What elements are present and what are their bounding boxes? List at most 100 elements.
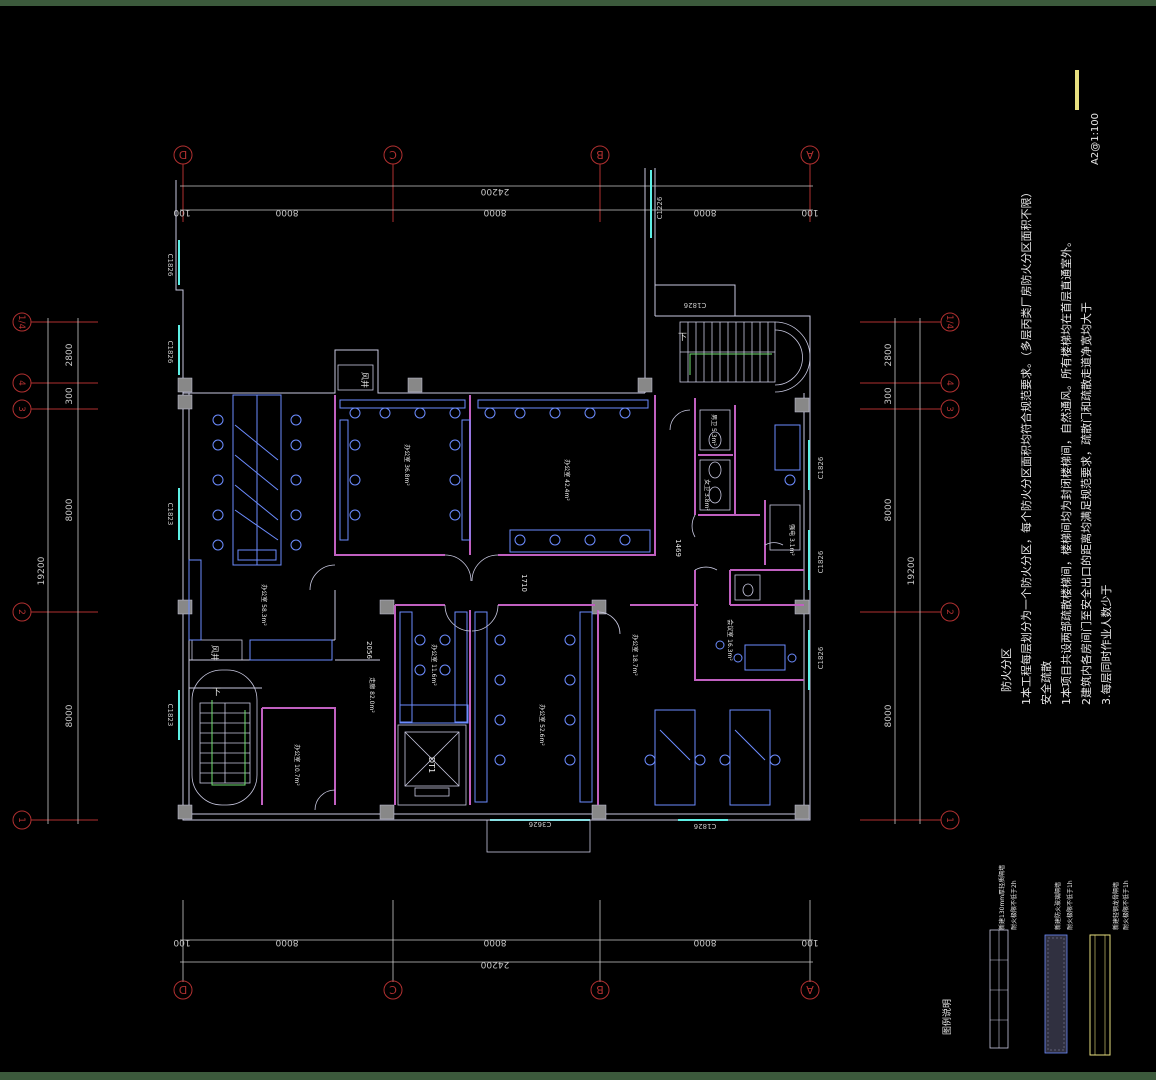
right-dim-seg-1: 8000 <box>884 704 894 727</box>
room-label-office-r3: 办公室 58.3m² <box>260 584 268 626</box>
axis-label-left-1-4: 1/4 <box>16 315 26 330</box>
legend-item-1: 新建130mm厚轻质隔墙 <box>998 865 1006 930</box>
left-dimension-lines <box>47 318 79 824</box>
legend: 图例说明 新建130mm厚轻质隔墙 耐火极限不低于2h 新建防火玻璃隔墙 耐火极… <box>941 865 1130 1056</box>
stair-down-label-top: 下 <box>678 333 687 343</box>
room-label-wc-male: 男卫 5.3m² <box>710 414 717 446</box>
drawing-scale: A2@1:100 <box>1090 113 1101 165</box>
right-dim-seg-2: 8000 <box>884 498 894 521</box>
top-dimension-lines <box>180 185 813 211</box>
top-dim-seg-3: 8000 <box>483 207 506 217</box>
axis-label-top-a: A <box>806 148 814 161</box>
window-tag-right-c1826-c: C1826 <box>817 646 825 669</box>
stair-top-right <box>679 321 811 393</box>
window-tag-c3626: C3626 <box>528 820 551 828</box>
window-tag-right-c1826-b: C1826 <box>817 550 825 573</box>
notes-title-safety: 安全疏散 <box>1039 661 1053 705</box>
notes-line-4: 3.每层同时作业人数少于 <box>1099 585 1113 706</box>
room-label-office-r6: 办公室 18.7m² <box>631 634 639 676</box>
stair-arrow-bottom <box>211 700 246 786</box>
legend-item-2: 新建防火玻璃隔墙 <box>1054 882 1062 930</box>
notes-line-1: 1本工程每层划分为一个防火分区，每个防火分区面积均符合规范要求。（多层丙类厂房防… <box>1019 187 1033 706</box>
exterior-windows <box>178 170 810 821</box>
bottom-dim-seg-5: 100 <box>801 937 818 947</box>
bottom-dimension-lines <box>180 900 813 982</box>
structural-columns <box>177 377 810 820</box>
right-dim-seg-4: 2800 <box>884 343 894 366</box>
window-tag-left-c1826-b: C1826 <box>166 341 174 364</box>
axis-label-right-1-4: 1/4 <box>944 315 954 330</box>
axis-label-bottom-c: C <box>389 983 397 996</box>
restroom-fixtures <box>699 409 801 601</box>
room-label-office-r7: 办公室 10.7m² <box>293 744 301 786</box>
door-dim-1469: 1469 <box>674 539 682 557</box>
legend-title: 图例说明 <box>941 999 953 1035</box>
stair-down-label-bottom: 下 <box>212 688 221 698</box>
axis-label-right-4: 4 <box>944 380 954 386</box>
top-axis-bubbles <box>173 145 820 222</box>
room-label-office-r5: 办公室 52.6m² <box>538 704 546 746</box>
window-tag-c1226: C1226 <box>656 196 664 219</box>
axis-label-right-2: 2 <box>944 609 954 615</box>
left-dim-total: 19200 <box>37 556 47 585</box>
right-dim-seg-3: 300 <box>884 387 894 404</box>
axis-label-right-3: 3 <box>944 406 954 412</box>
room-label-meeting: 会议室 16.3m² <box>726 619 734 661</box>
air-shafts <box>191 364 374 661</box>
door-dim-2056: 2056 <box>365 641 373 659</box>
top-dim-total: 24200 <box>480 186 509 196</box>
left-office-walls <box>189 590 380 689</box>
axis-label-left-3: 3 <box>16 406 26 412</box>
axis-label-top-c: C <box>389 148 397 161</box>
axis-label-right-1: 1 <box>944 817 954 823</box>
window-tag-left-c1823-b: C1823 <box>166 704 174 727</box>
bottom-dim-seg-2: 8000 <box>275 937 298 947</box>
axis-label-bottom-d: D <box>179 983 187 996</box>
top-dim-seg-5: 100 <box>801 207 818 217</box>
axis-label-left-1: 1 <box>16 817 26 823</box>
window-tag-left-c1826-a: C1826 <box>166 254 174 277</box>
room-label-office-r4: 办公室 11.6m² <box>430 644 438 686</box>
window-tag-left-c1823-a: C1823 <box>166 503 174 526</box>
legend-item-3: 新建轻钢龙骨隔墙 <box>1112 882 1120 930</box>
bottom-dim-seg-4: 8000 <box>693 937 716 947</box>
room-label-office-r2: 办公室 42.4m² <box>563 459 571 501</box>
elevator-shaft <box>397 724 467 806</box>
window-tag-right-c1826-a: C1826 <box>817 456 825 479</box>
bottom-dim-total: 24200 <box>480 959 509 969</box>
shaft-label-b: 风井 <box>210 645 220 661</box>
notes-line-2: 1本项目共设两部疏散楼梯间，楼梯间均为封闭楼梯间，自然通风。所有楼梯均在首层直通… <box>1059 236 1073 705</box>
notes-line-3: 2建筑内各房间门至安全出口的距离均满足规范要求，疏散门和疏散走道净宽均大于 <box>1079 302 1093 705</box>
top-dim-seg-1: 100 <box>173 207 190 217</box>
elevator-label: DT1 <box>427 757 436 773</box>
door-dim-1710: 1710 <box>520 574 528 592</box>
axis-label-bottom-a: A <box>806 983 814 996</box>
top-dim-seg-2: 8000 <box>275 207 298 217</box>
interior-partitions <box>261 395 804 805</box>
stair-arrow-top <box>689 353 772 375</box>
left-dim-seg-1: 8000 <box>65 704 75 727</box>
top-dim-seg-4: 8000 <box>693 207 716 217</box>
left-dim-seg-2: 8000 <box>65 498 75 521</box>
stair-bottom-left <box>191 669 258 806</box>
axis-label-top-d: D <box>179 148 187 161</box>
left-dim-seg-3: 300 <box>65 387 75 404</box>
legend-item-3-rating: 耐火极限不低于1h <box>1122 880 1130 930</box>
left-dim-seg-4: 2800 <box>65 343 75 366</box>
shaft-label-a: 风井 <box>360 372 370 388</box>
axis-label-left-2: 2 <box>16 609 26 615</box>
axis-label-top-b: B <box>596 148 604 161</box>
window-tag-bottom-c1826: C1826 <box>693 822 716 830</box>
furniture <box>188 394 801 806</box>
room-label-wc-female: 女卫 3.8m² <box>703 479 711 511</box>
right-axis-bubbles <box>860 312 960 830</box>
room-label-corridor: 走廊 82.0m² <box>368 677 376 713</box>
doors <box>309 409 784 811</box>
exterior-walls <box>175 168 811 821</box>
bottom-dim-seg-1: 100 <box>173 937 190 947</box>
bottom-bay-window <box>486 819 591 853</box>
legend-item-2-rating: 耐火极限不低于1h <box>1066 880 1074 930</box>
right-dimension-lines <box>894 318 921 824</box>
